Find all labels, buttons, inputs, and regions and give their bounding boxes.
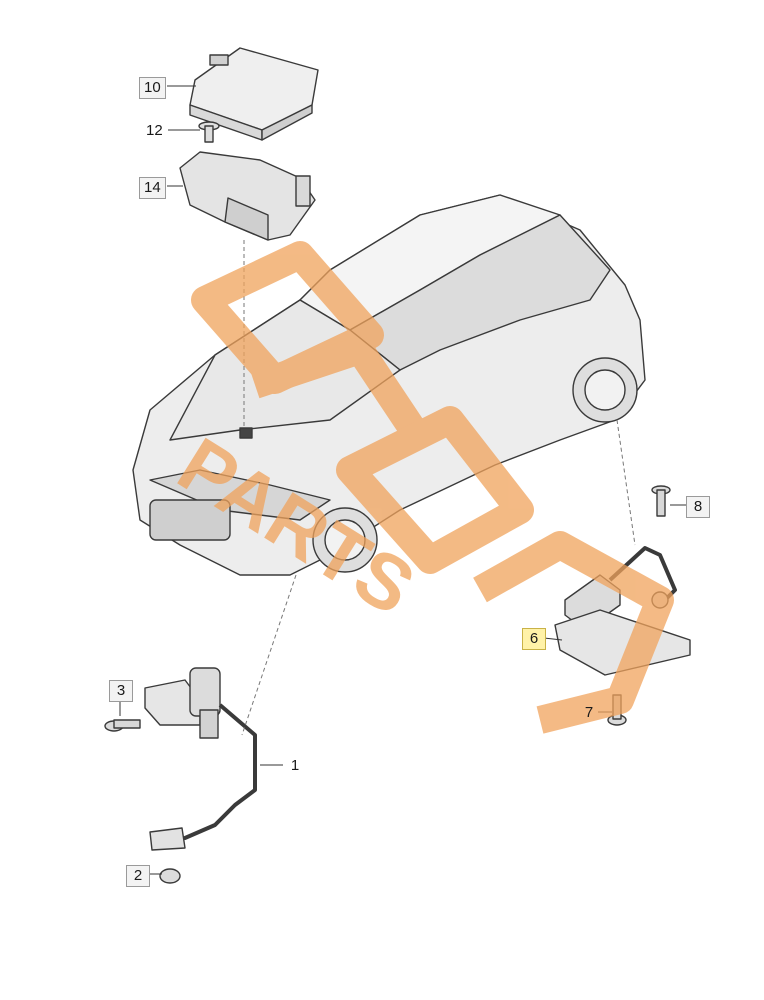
bracket-part [179, 151, 316, 241]
callout-7: 7 [584, 704, 594, 721]
callout-12: 12 [146, 122, 163, 139]
callout-3: 3 [109, 680, 133, 702]
callout-1: 1 [290, 757, 300, 774]
bolt-8-part [651, 485, 671, 517]
callout-14: 14 [139, 177, 166, 199]
control-unit-part [189, 47, 319, 141]
watermark-logo [191, 241, 674, 734]
callout-8: 8 [686, 496, 710, 518]
callout-10: 10 [139, 77, 166, 99]
callout-6: 6 [522, 628, 546, 650]
bolt-3-part [104, 719, 141, 732]
nut-part [159, 868, 181, 884]
level-sensor-front-part [144, 667, 257, 851]
clip-part [198, 121, 220, 143]
callout-2: 2 [126, 865, 150, 887]
